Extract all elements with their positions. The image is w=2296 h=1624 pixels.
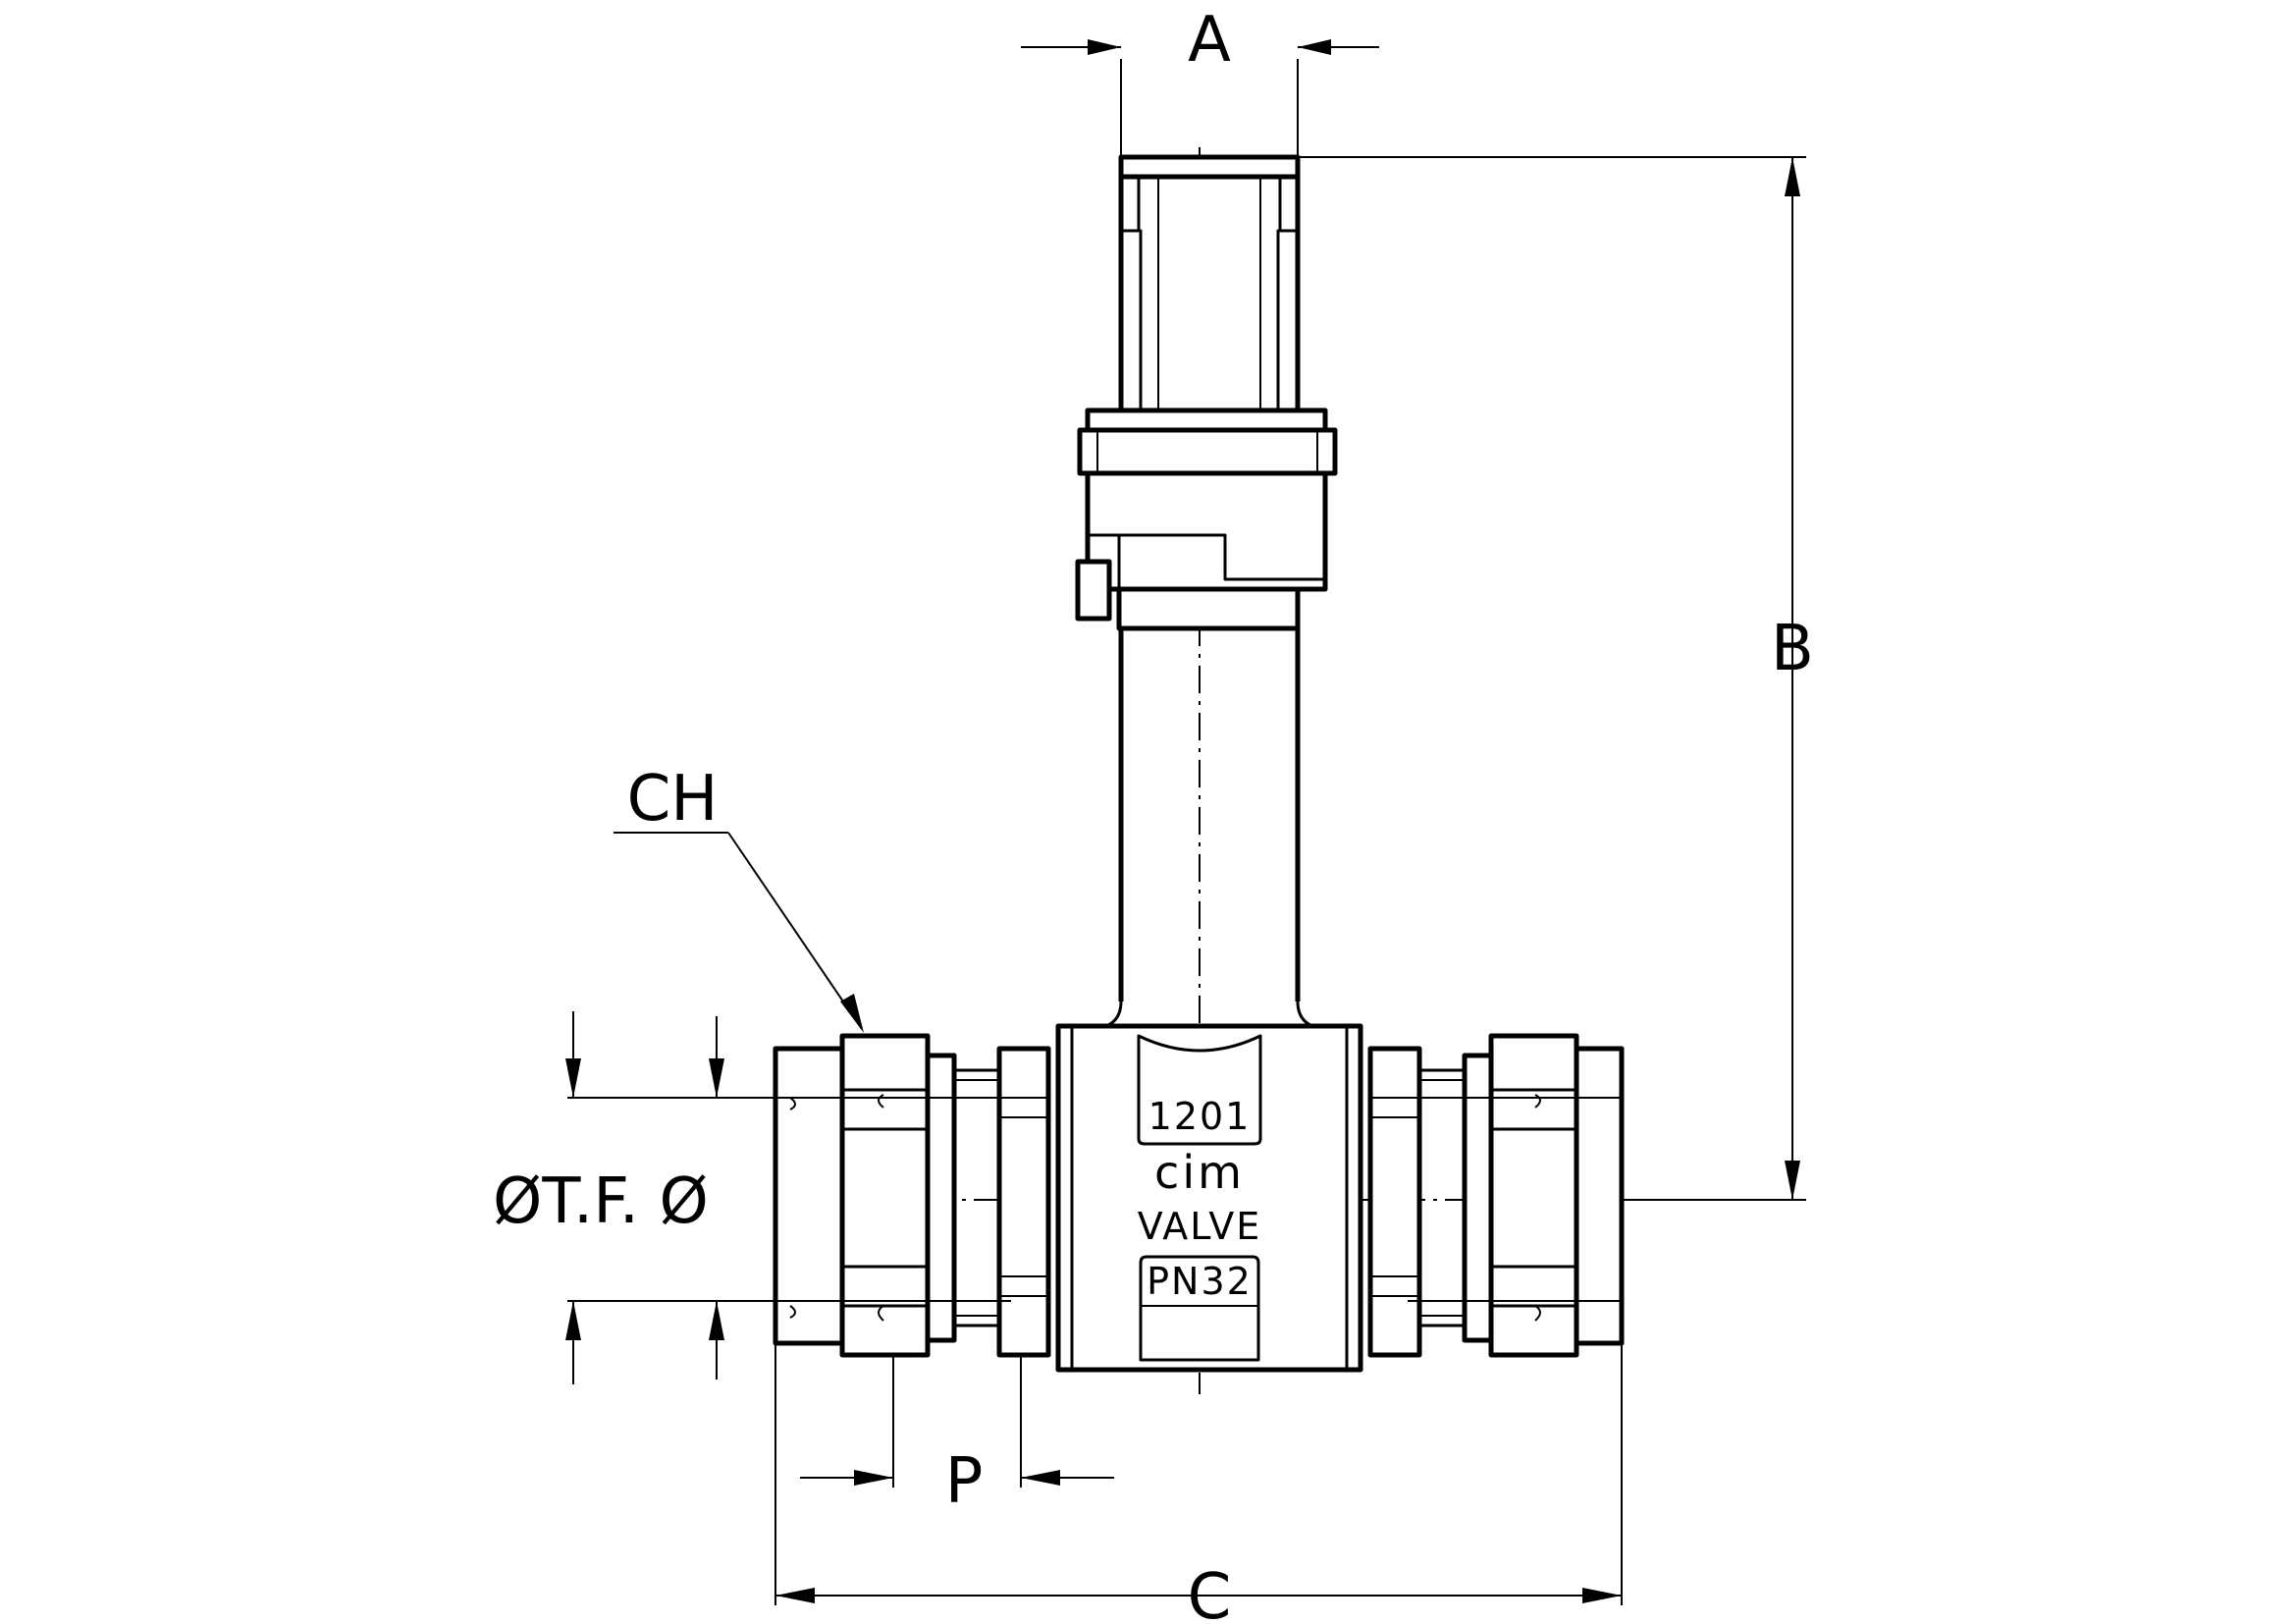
actuator-collar (1075, 407, 1338, 631)
left-connection (773, 1033, 1051, 1358)
bore-diameter-label: ØT.F. Ø (493, 1165, 709, 1238)
dimension-b (1298, 156, 1806, 1201)
dimension-c (774, 1343, 1623, 1605)
dimension-a-label: A (1188, 4, 1231, 77)
dimension-a (1021, 39, 1379, 157)
dimension-c-label: C (1188, 1561, 1232, 1624)
ch-label: CH (627, 763, 719, 836)
body-pressure-marking: PN32 (1147, 1260, 1253, 1303)
dimension-bore-diameter (565, 1011, 785, 1384)
actuator-head (1118, 154, 1301, 420)
dimension-b-label: B (1771, 613, 1814, 685)
stem (1093, 628, 1326, 1031)
body-code-marking: 1201 (1148, 1095, 1252, 1138)
right-connection (1367, 1033, 1625, 1358)
dimension-p (800, 1355, 1114, 1488)
valve-body (1055, 1023, 1363, 1373)
body-type-marking: VALVE (1138, 1205, 1262, 1248)
ch-leader (614, 832, 864, 1033)
dimension-p-label: P (945, 1445, 984, 1518)
brand-logo: cim (1154, 1146, 1245, 1199)
